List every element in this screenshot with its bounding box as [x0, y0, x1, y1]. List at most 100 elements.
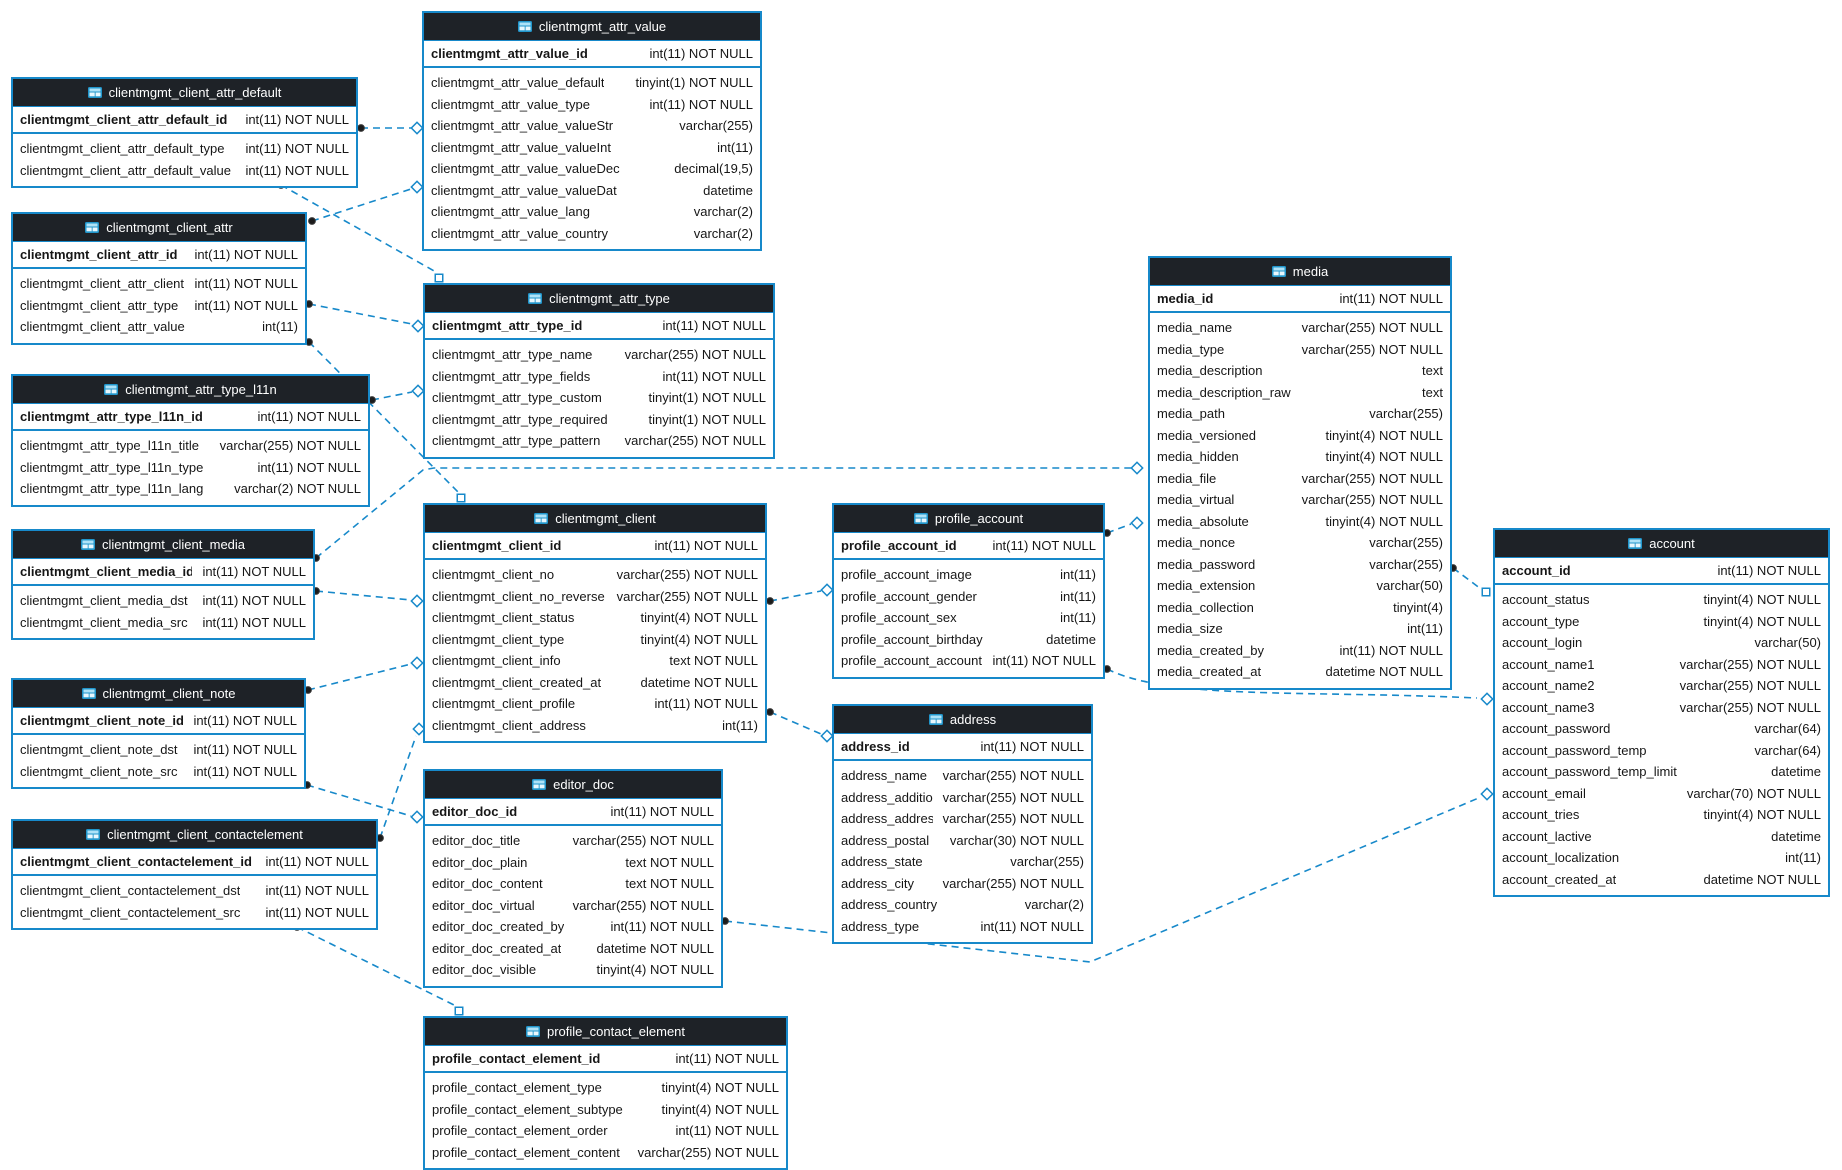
table-header-editor_doc[interactable]: editor_doc [425, 771, 721, 799]
relationship-line-client_contactelement-to-client[interactable] [379, 735, 417, 839]
relationship-line-client-to-address[interactable] [769, 711, 822, 735]
relationship-line-client_note-to-editor_doc[interactable] [306, 784, 412, 817]
table-header-clientmgmt_client_media[interactable]: clientmgmt_client_media [13, 531, 313, 559]
relationship-line-client-to-profile_account[interactable] [769, 590, 822, 602]
relationship-line-media-to-account[interactable] [1452, 567, 1482, 590]
table-header-clientmgmt_attr_type_l11n[interactable]: clientmgmt_attr_type_l11n [13, 376, 368, 404]
table-header-profile_account[interactable]: profile_account [834, 505, 1103, 533]
relationship-line-profile_account-to-media[interactable] [1106, 523, 1132, 534]
table-header-profile_contact_element[interactable]: profile_contact_element [425, 1018, 786, 1046]
relationship-line-client_attr-to-attr_value[interactable] [311, 188, 412, 222]
relationship-line-client_media-to-client[interactable] [315, 590, 412, 601]
relationship-line-client_note-to-client[interactable] [307, 663, 412, 691]
table-clientmgmt_attr_type[interactable]: clientmgmt_attr_type clientmgmt_attr_type… [423, 283, 775, 459]
table-header-clientmgmt_client_attr_default[interactable]: clientmgmt_client_attr_default [13, 79, 356, 107]
table-clientmgmt_client_attr_default[interactable]: clientmgmt_client_attr_default clientmgmt… [11, 77, 358, 188]
relationship-line-client_attr-to-attr_type[interactable] [308, 303, 413, 325]
table-header-clientmgmt_attr_type[interactable]: clientmgmt_attr_type [425, 285, 773, 313]
table-header-account[interactable]: account [1495, 530, 1828, 558]
table-header-clientmgmt_client_attr[interactable]: clientmgmt_client_attr [13, 214, 305, 242]
